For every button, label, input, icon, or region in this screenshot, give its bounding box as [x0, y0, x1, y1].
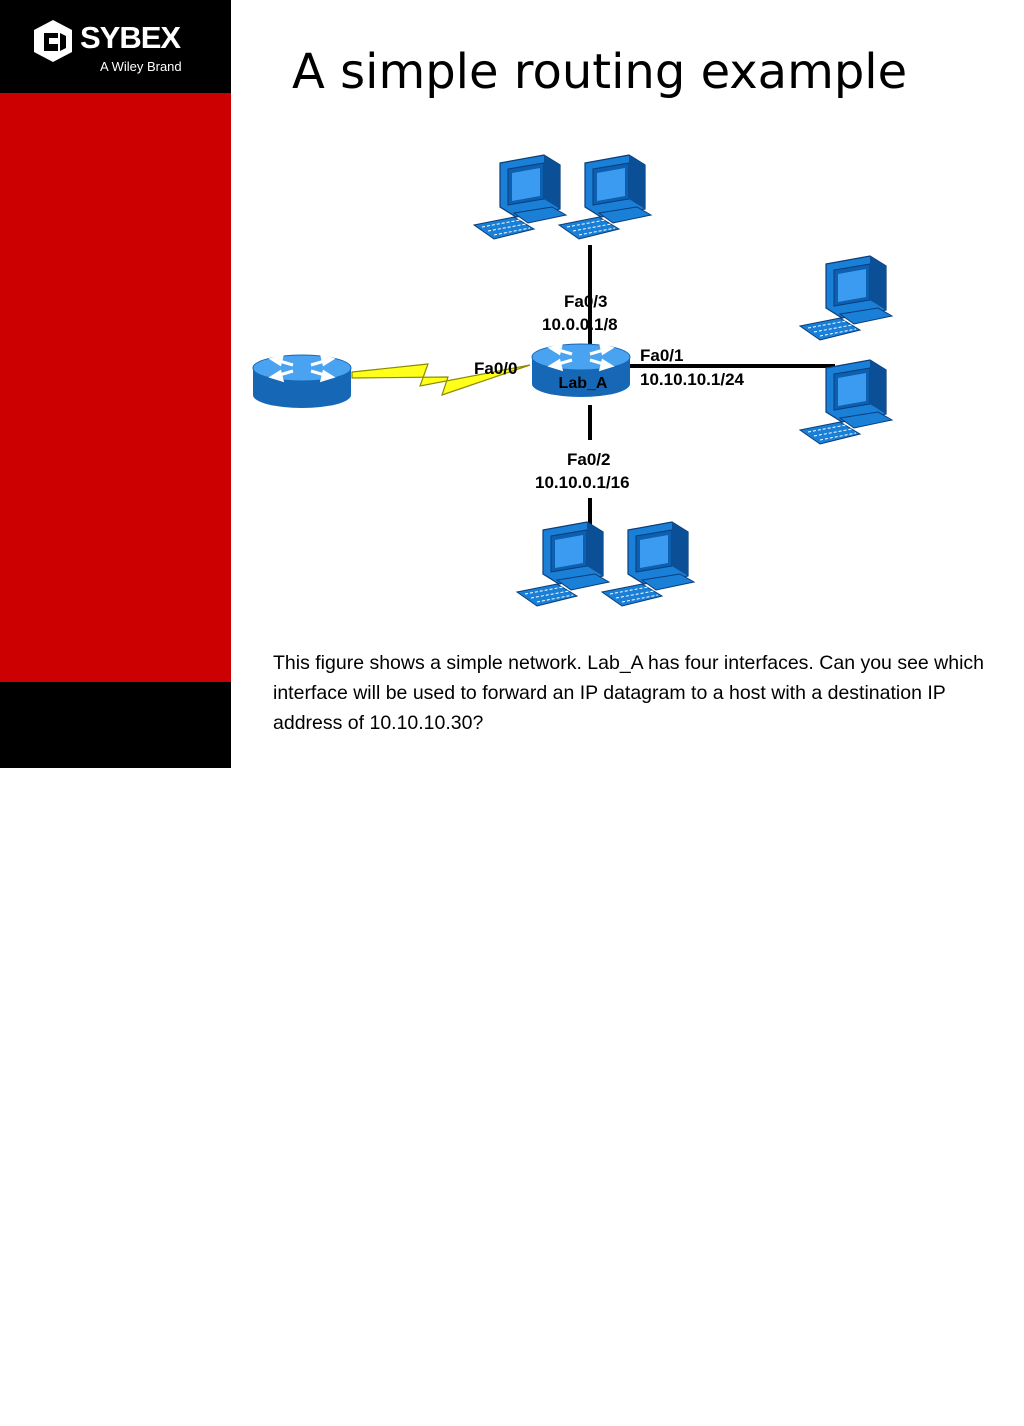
- interface-port-label: Fa0/3: [564, 292, 608, 311]
- workstation-icon: [473, 154, 567, 240]
- workstation-icon: [799, 359, 893, 445]
- sybex-logo-text: SYBEX: [80, 20, 181, 55]
- workstation-icon: [601, 521, 695, 607]
- workstation-icon: [558, 154, 652, 240]
- interface-address-label: 10.0.0.1/8: [542, 315, 618, 334]
- remote-router-icon: [251, 353, 353, 410]
- page-title: A simple routing example: [292, 44, 908, 100]
- sidebar: [0, 0, 231, 768]
- serial-link-icon: [351, 363, 531, 396]
- interface-address-label: 10.10.10.1/24: [640, 370, 744, 389]
- figure-caption: This figure shows a simple network. Lab_…: [273, 652, 985, 734]
- sybex-logo-icon: [34, 20, 72, 62]
- workstation-icon: [516, 521, 610, 607]
- interface-port-label: Fa0/1: [640, 346, 684, 365]
- sybex-logo-block: SYBEX A Wiley Brand: [0, 0, 231, 93]
- workstation-icon: [799, 255, 893, 341]
- network-diagram: [251, 154, 893, 607]
- interface-address-label: 10.10.0.1/16: [535, 473, 630, 492]
- interface-port-label: Fa0/2: [567, 450, 611, 469]
- wiley-logo-block: WILEY: [0, 682, 231, 1424]
- wiley-logo-text: WILEY: [26, 1380, 172, 1426]
- router-name-label: Lab_A: [558, 375, 608, 392]
- interface-port-label: Fa0/0: [474, 359, 518, 378]
- sybex-tagline: A Wiley Brand: [100, 59, 182, 74]
